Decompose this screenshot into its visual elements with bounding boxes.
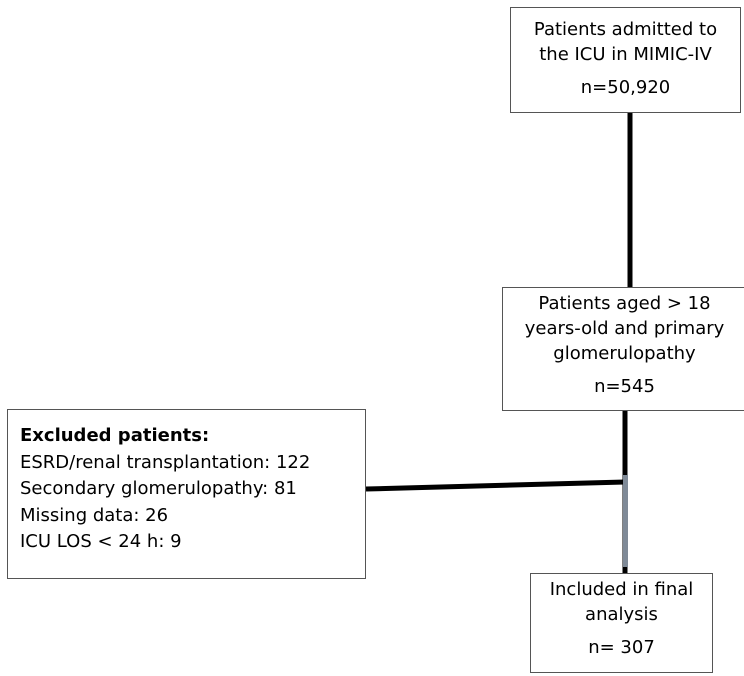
included-label-line-2: analysis	[585, 604, 658, 625]
connector-excluded-branch	[365, 479, 626, 492]
admitted-label-line-2: the ICU in MIMIC-IV	[539, 44, 712, 65]
included-patients-box: Included in final analysis n= 307	[530, 573, 713, 673]
excluded-item: ICU LOS < 24 h: 9	[20, 531, 182, 552]
admitted-patients-box: Patients admitted to the ICU in MIMIC-IV…	[510, 7, 741, 113]
excluded-item: Missing data: 26	[20, 504, 169, 526]
aged-label-line-2: years-old and primary	[524, 318, 725, 339]
excluded-item: ESRD/renal transplantation: 122	[20, 451, 311, 473]
admitted-count: n=50,920	[580, 77, 671, 98]
aged-patients-box: Patients aged > 18 years-old and primary…	[502, 287, 744, 411]
aged-label-line-3: glomerulopathy	[553, 343, 696, 364]
included-count: n= 307	[588, 637, 655, 658]
admitted-label-line-1: Patients admitted to	[533, 19, 718, 40]
excluded-heading: Excluded patients:	[20, 425, 210, 446]
excluded-item: Secondary glomerulopathy: 81	[20, 478, 297, 499]
aged-label-line-1: Patients aged > 18	[538, 293, 711, 314]
connector-junction-marker	[623, 475, 628, 567]
excluded-patients-box: Excluded patients: ESRD/renal transplant…	[7, 409, 366, 579]
aged-count: n=545	[594, 376, 655, 397]
included-label-line-1: Included in final	[549, 579, 694, 600]
